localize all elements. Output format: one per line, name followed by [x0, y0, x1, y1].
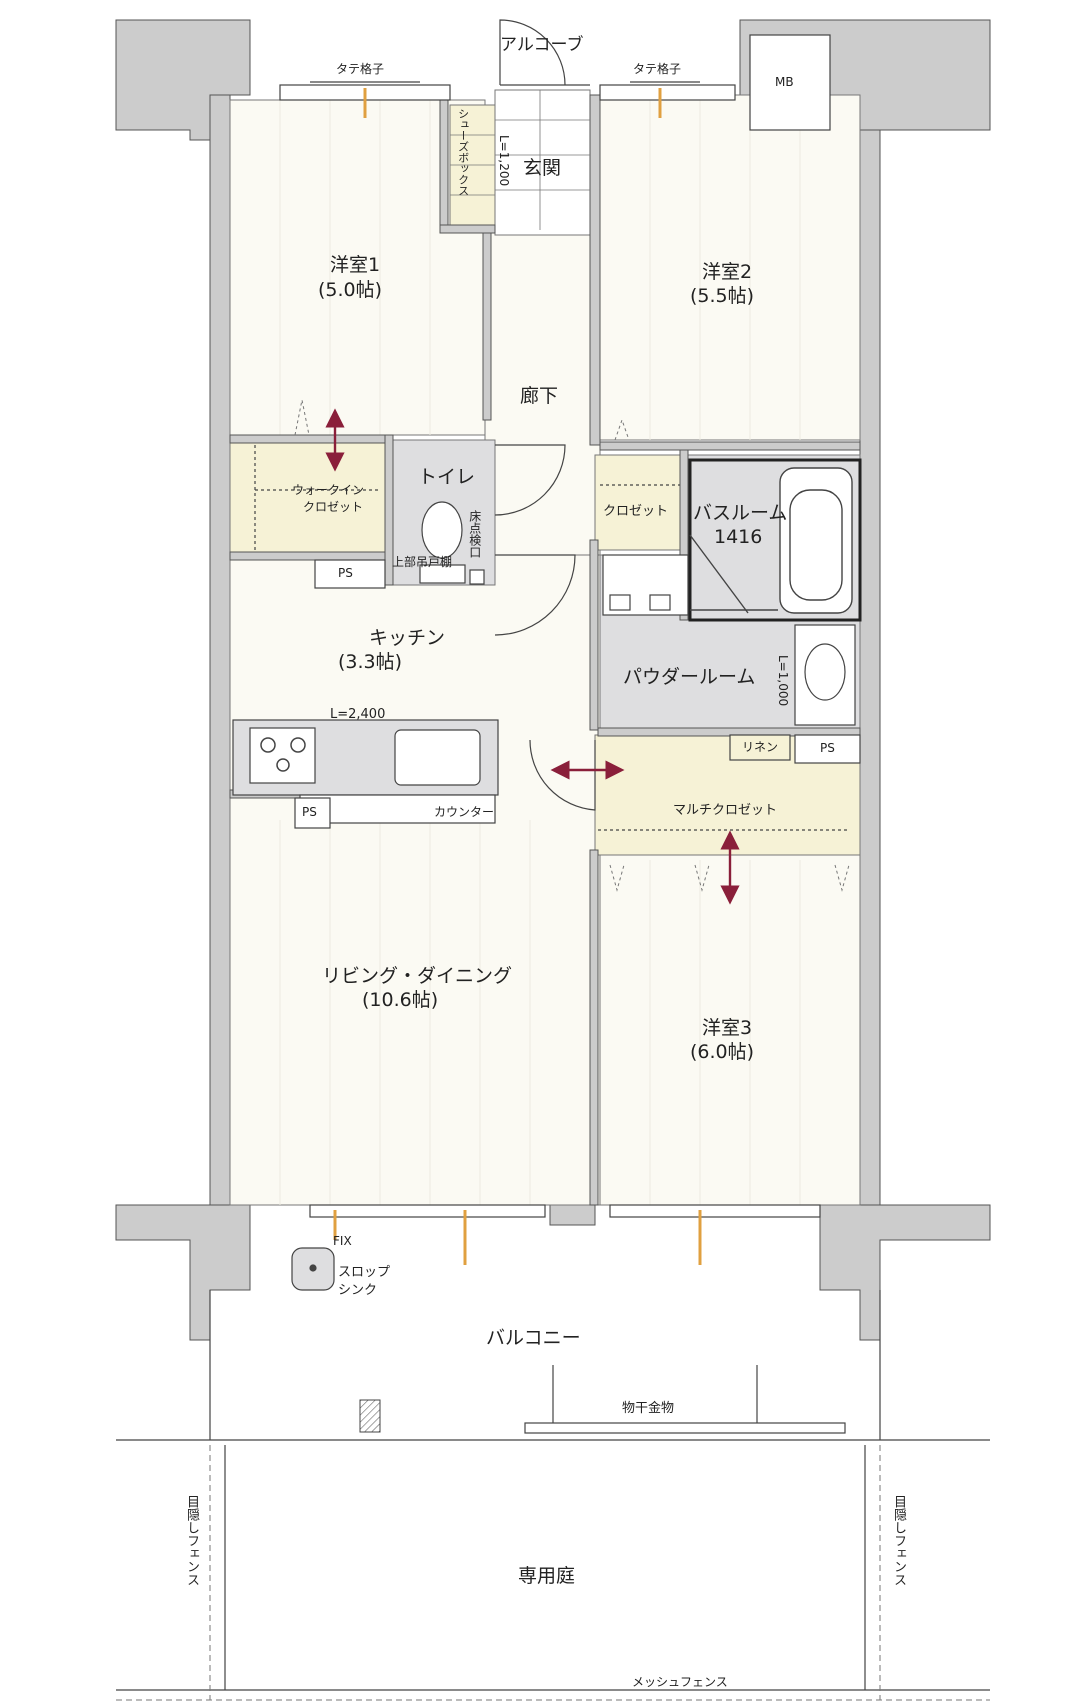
western2-size: (5.5帖) — [690, 285, 755, 307]
fence-right-label: 目隠しフェンス — [890, 1495, 906, 1586]
window-handles — [333, 88, 702, 1265]
kitchen-name: キッチン — [369, 627, 446, 649]
lattice-left-label: タテ格子 — [336, 62, 385, 76]
ps2-label: PS — [302, 805, 317, 819]
slop-sink-label-1: スロップ — [338, 1265, 391, 1280]
closet-label: クロゼット — [603, 504, 669, 519]
upper-shelf-label: 上部吊戸棚 — [392, 555, 453, 569]
western1-name: 洋室1 — [330, 254, 381, 276]
slop-sink-label-2: シンク — [338, 1283, 378, 1298]
kitchen-size: (3.3帖) — [338, 651, 403, 673]
floor-check-label: 床点検口 — [467, 510, 482, 558]
sliding-marks — [294, 399, 850, 892]
fix-label: FIX — [333, 1234, 352, 1248]
western3-name: 洋室3 — [702, 1017, 753, 1039]
ps-boxes — [294, 559, 861, 829]
hatched-post — [359, 1399, 381, 1433]
entrance-tiles — [450, 90, 590, 230]
entrance-label: 玄関 — [523, 157, 562, 179]
toilet-label: トイレ — [418, 466, 476, 488]
vanity — [602, 554, 856, 726]
room-floors — [229, 89, 861, 1206]
floor-kitchen-ld — [229, 554, 601, 1206]
mb-box — [749, 34, 831, 131]
ps1-label: PS — [338, 566, 353, 580]
counter-label: カウンター — [434, 805, 495, 819]
toilet-fixture — [419, 501, 485, 585]
bathtub — [688, 458, 862, 622]
shoe-box-label: シューズボックス — [456, 108, 470, 196]
linen-label: リネン — [742, 740, 779, 754]
powder-dim: L=1,000 — [775, 655, 790, 707]
entrance-door — [499, 19, 590, 86]
bath-name: バスルーム — [693, 502, 788, 524]
floor-planks — [279, 95, 801, 1205]
walkin-line1: ウォークイン — [292, 483, 365, 497]
western1-size: (5.0帖) — [318, 279, 383, 301]
hallway-label: 廊下 — [520, 385, 559, 407]
garden-label: 専用庭 — [518, 1565, 576, 1587]
garden-lines — [116, 1290, 990, 1691]
laundry-fixture — [524, 1365, 846, 1434]
western2-name: 洋室2 — [702, 261, 753, 283]
shoe-box-dim: L=1,200 — [496, 135, 511, 187]
structure-walls — [115, 19, 991, 1341]
powder-label: パウダールーム — [623, 666, 756, 688]
floor-closet — [594, 454, 681, 551]
toilet-door — [494, 444, 596, 811]
mesh-fence-label: メッシュフェンス — [632, 1675, 728, 1689]
garden-dashed — [116, 1445, 990, 1701]
balcony-label: バルコニー — [486, 1327, 581, 1349]
multi-closet-label: マルチクロゼット — [673, 803, 778, 818]
window-bottom — [309, 1204, 821, 1218]
laundry-label: 物干金物 — [622, 1401, 675, 1416]
stove-burners — [260, 737, 306, 772]
ps3-label: PS — [820, 741, 835, 755]
living-size: (10.6帖) — [362, 989, 439, 1011]
living-name: リビング・ダイニング — [322, 965, 513, 987]
alcove-label: アルコーブ — [500, 35, 584, 55]
western3-size: (6.0帖) — [690, 1041, 755, 1063]
bath-size: 1416 — [714, 526, 763, 548]
walkin-line2: クロゼット — [303, 500, 364, 514]
floor-western2 — [599, 94, 861, 441]
closet-rods — [254, 445, 850, 831]
slop-sink — [291, 1247, 335, 1291]
mb-label: MB — [775, 75, 794, 89]
lattice-right-label: タテ格子 — [633, 62, 682, 76]
floor-entrance — [494, 89, 591, 236]
kitchen-dim: L=2,400 — [330, 707, 386, 722]
double-arrows — [325, 408, 740, 905]
kitchen-counter — [232, 719, 499, 824]
fence-left-label: 目隠しフェンス — [183, 1495, 199, 1586]
